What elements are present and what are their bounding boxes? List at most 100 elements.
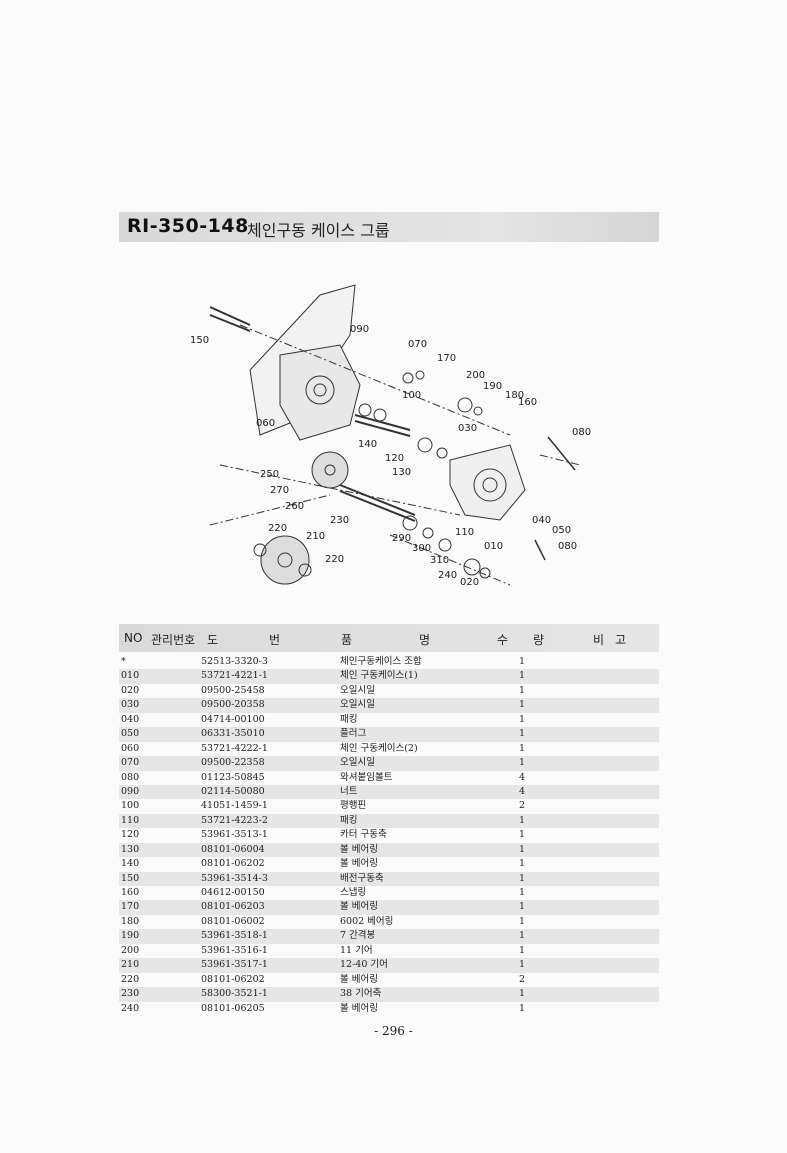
drawing-no: 53961-3518-1: [201, 930, 268, 942]
part-name: 체인구동케이스 조합: [340, 656, 422, 667]
quantity: 2: [519, 800, 526, 812]
callout-label: 210: [306, 531, 325, 542]
part-name: 배전구동축: [340, 872, 384, 884]
callout-label: 190: [483, 381, 502, 392]
parts-table-header: NO 관리번호 도 번 품 명 수 량 비 고: [119, 624, 659, 652]
drawing-no: 04714-00100: [201, 713, 265, 725]
drawing-no: 08101-06202: [201, 858, 265, 870]
group-name: 체인구동 케이스 그룹: [247, 221, 390, 240]
table-row: 040 04714-00100 패킹 1: [119, 713, 659, 727]
part-no: 240: [121, 1002, 140, 1014]
title-bar: RI-350-148 체인구동 케이스 그룹: [119, 212, 659, 242]
quantity: 1: [519, 728, 526, 740]
drawing-no: 41051-1459-1: [201, 800, 268, 812]
callout-label: 170: [437, 353, 456, 364]
part-name: 카터 구동축: [340, 829, 387, 841]
table-row: 070 09500-22358 오일시일 1: [119, 756, 659, 771]
drawing-no: 06331-35010: [201, 728, 265, 740]
callout-label: 240: [438, 570, 457, 581]
drawing-no: 53721-4221-1: [201, 670, 268, 682]
part-no: 070: [121, 757, 140, 769]
part-no: 180: [121, 915, 140, 927]
quantity: 1: [519, 829, 526, 841]
quantity: 1: [519, 915, 526, 927]
part-name: 평행핀: [340, 800, 367, 812]
callout-label: 290: [392, 533, 411, 544]
callout-label: 110: [455, 527, 474, 538]
callout-label: 100: [402, 390, 421, 401]
header-name-2: 명: [419, 633, 431, 647]
quantity: 1: [519, 887, 526, 898]
quantity: 2: [519, 973, 526, 985]
part-no: 060: [121, 742, 140, 754]
part-no: 200: [121, 944, 140, 956]
part-name: 체인 구동케이스(2): [340, 742, 418, 754]
drawing-no: 02114-50080: [201, 785, 265, 797]
callout-label: 300: [412, 543, 431, 554]
part-no: 220: [121, 973, 140, 985]
part-name: 오일시일: [340, 757, 375, 769]
quantity: 1: [519, 713, 526, 725]
callout-label: 120: [385, 453, 404, 464]
part-no: 010: [121, 670, 140, 682]
quantity: 1: [519, 988, 526, 1000]
quantity: 1: [519, 699, 526, 711]
drawing-no: 09500-20358: [201, 699, 265, 711]
quantity: 1: [519, 656, 526, 667]
part-no: 040: [121, 713, 140, 725]
callout-label: 270: [270, 485, 289, 496]
part-name: 패킹: [340, 814, 358, 826]
part-name: 7 간격봉: [340, 930, 376, 942]
part-no: 150: [121, 872, 140, 884]
callout-label: 090: [350, 324, 369, 335]
quantity: 1: [519, 1002, 526, 1014]
part-no: 190: [121, 930, 140, 942]
quantity: 1: [519, 757, 526, 769]
callout-label: 200: [466, 370, 485, 381]
quantity: 4: [519, 785, 526, 797]
drawing-no: 53961-3517-1: [201, 959, 268, 971]
drawing-no: 09500-22358: [201, 757, 265, 769]
callout-label: 020: [460, 577, 479, 588]
callout-label: 060: [256, 418, 275, 429]
drawing-no: 53961-3514-3: [201, 872, 268, 884]
quantity: 1: [519, 670, 526, 682]
quantity: 1: [519, 901, 526, 913]
part-no: 110: [121, 814, 140, 826]
part-no: 210: [121, 959, 140, 971]
header-name: 품: [341, 633, 353, 647]
callout-label: 040: [532, 515, 551, 526]
drawing-no: 58300-3521-1: [201, 988, 268, 1000]
quantity: 1: [519, 858, 526, 870]
part-name: 체인 구동케이스(1): [340, 670, 418, 682]
drawing-no: 53721-4223-2: [201, 814, 268, 826]
header-note: 비: [593, 633, 605, 647]
part-name: 패킹: [340, 713, 358, 725]
quantity: 1: [519, 930, 526, 942]
part-no: 020: [121, 684, 140, 696]
part-no: 140: [121, 858, 140, 870]
callout-label: 230: [330, 515, 349, 526]
part-no: 120: [121, 829, 140, 841]
quantity: 1: [519, 814, 526, 826]
callout-label: 250: [260, 469, 279, 480]
quantity: 1: [519, 742, 526, 754]
part-no: 160: [121, 887, 140, 898]
callout-label: 310: [430, 555, 449, 566]
part-no: 130: [121, 843, 140, 855]
part-name: 볼 베어링: [340, 843, 378, 855]
callout-label: 160: [518, 397, 537, 408]
drawing-no: 09500-25458: [201, 684, 265, 696]
table-row: 010 53721-4221-1 체인 구동케이스(1) 1: [119, 669, 659, 684]
